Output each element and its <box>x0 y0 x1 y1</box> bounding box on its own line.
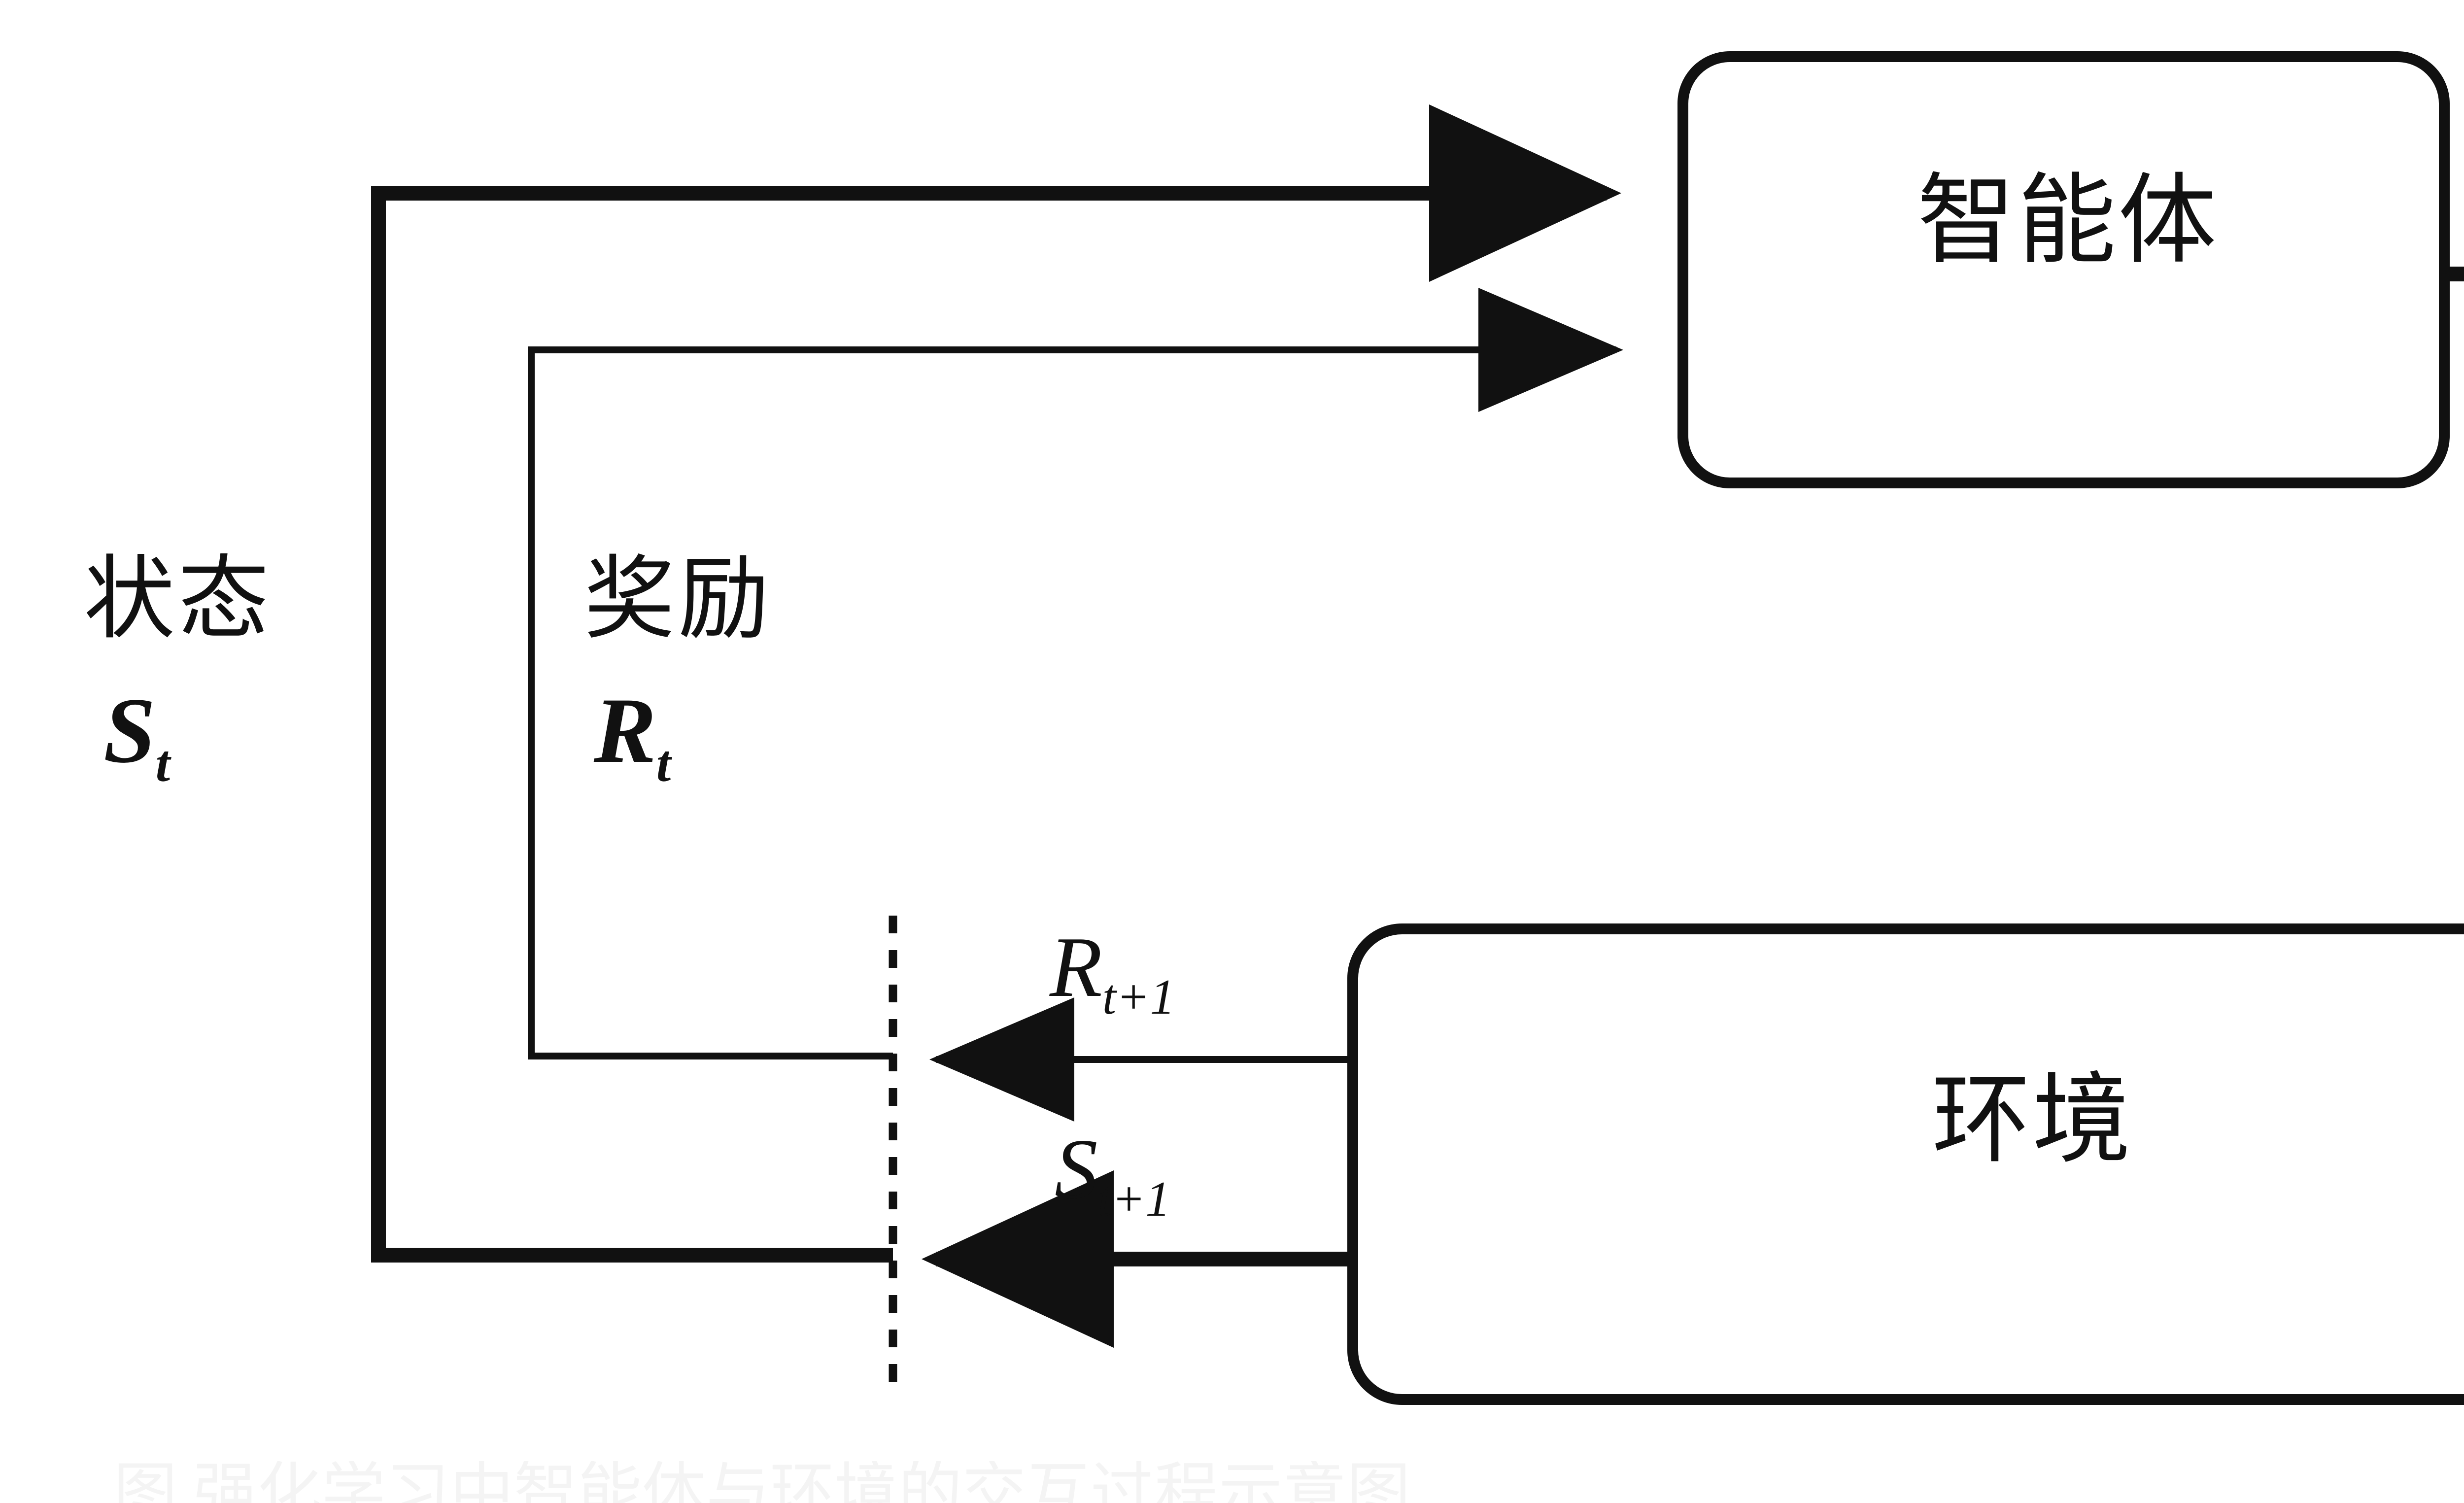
state-next-subscript: t+1 <box>1097 1171 1170 1227</box>
reward-symbol-subscript: t <box>656 735 671 793</box>
reward-next-symbol: R <box>1050 919 1102 1015</box>
agent-box[interactable] <box>1677 51 2450 488</box>
state-label-group: 状态 St <box>84 554 272 790</box>
state-next-symbol: S <box>1055 1121 1098 1217</box>
agent-node-label: 智能体 <box>1917 167 2219 276</box>
state-label-cjk: 状态 <box>84 549 272 650</box>
reward-label-group: 奖励 Rt <box>584 554 772 790</box>
reward-next-edge-label: Rt+1 <box>1050 924 1175 1023</box>
reward-symbol-base: R <box>594 679 656 783</box>
state-symbol-base: S <box>103 679 156 783</box>
reward-next-subscript: t+1 <box>1102 969 1175 1025</box>
state-symbol: St <box>103 684 272 790</box>
reward-symbol: Rt <box>594 684 772 790</box>
state-connector-path <box>371 104 1621 1263</box>
state-next-edge-label: St+1 <box>1055 1126 1170 1225</box>
reward-label-cjk: 奖励 <box>584 549 772 650</box>
environment-box[interactable] <box>1347 923 2464 1405</box>
environment-node-label: 环境 <box>1932 1066 2133 1175</box>
reward-connector-path <box>528 288 1623 1059</box>
state-symbol-subscript: t <box>155 735 171 793</box>
figure-caption: 图 强化学习中智能体与环境的交互过程示意图 <box>113 1461 1411 1503</box>
